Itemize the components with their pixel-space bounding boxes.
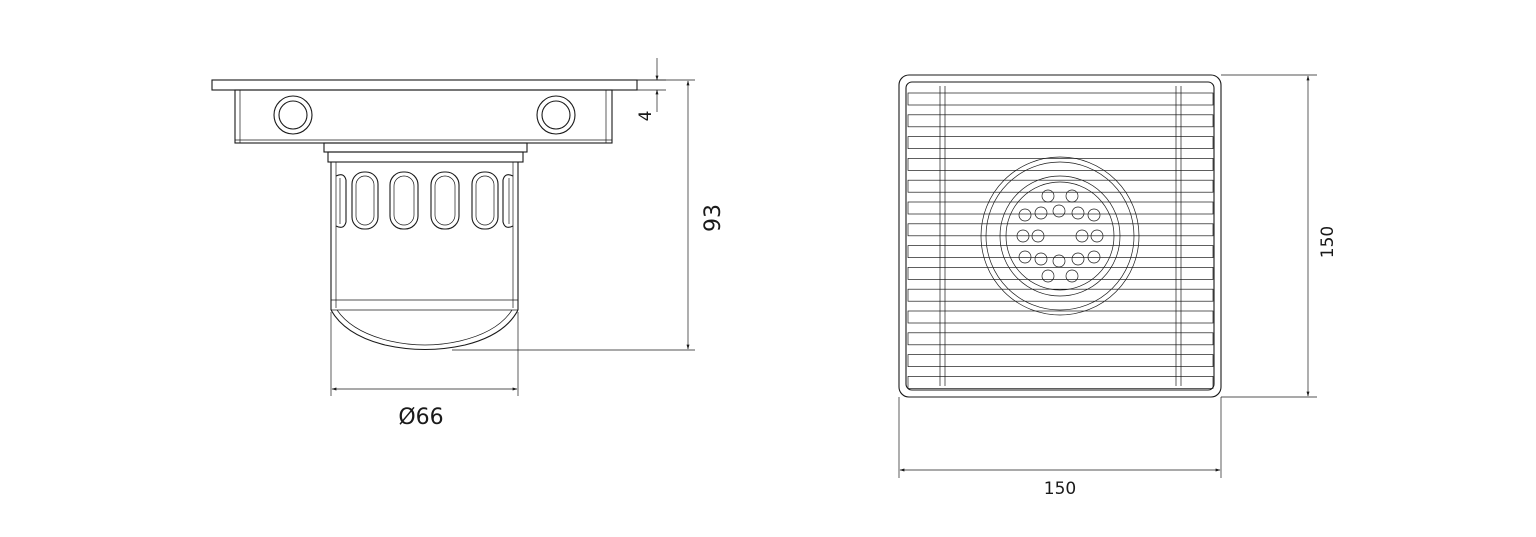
- housing: [234, 89, 613, 144]
- dim-flange-thickness: 4: [636, 58, 666, 121]
- side-view: 4 93 Ø66: [211, 58, 726, 430]
- grate-bar: [907, 332, 1214, 346]
- grate-bar: [907, 114, 1214, 128]
- grate-bar: [907, 245, 1214, 258]
- grate-bar: [907, 179, 1214, 193]
- grate-frame-inner: [905, 81, 1215, 391]
- cup-slots: [335, 171, 514, 230]
- dim-overall-height: 93: [452, 79, 726, 351]
- bolt-hole-left: [273, 95, 313, 135]
- top-view: 150 150: [898, 74, 1338, 499]
- grate-bar: [907, 158, 1214, 171]
- grate-bar: [907, 376, 1214, 389]
- top-height-label: 150: [1318, 226, 1338, 258]
- flange-thickness-label: 4: [636, 111, 656, 122]
- grate-bar: [907, 310, 1214, 324]
- flange-plate: [211, 79, 638, 91]
- top-width-label: 150: [1044, 479, 1076, 499]
- dim-top-width: 150: [898, 397, 1222, 499]
- grate-bar: [907, 223, 1214, 237]
- overall-height-label: 93: [701, 204, 726, 232]
- grate-bars: [907, 92, 1214, 389]
- grate-bar: [907, 267, 1214, 280]
- support-rods: [939, 86, 1182, 386]
- dim-top-height: 150: [1221, 74, 1338, 398]
- bolt-hole-right: [536, 95, 576, 135]
- diameter-label: Ø66: [398, 405, 443, 430]
- dim-diameter: Ø66: [330, 312, 519, 430]
- grate-frame-outer: [898, 74, 1222, 398]
- grate-bar: [907, 92, 1214, 106]
- grate-bar: [907, 201, 1214, 215]
- grate-bar: [907, 288, 1214, 302]
- grate-bar: [907, 136, 1214, 149]
- collar: [323, 142, 528, 163]
- strainer-cup: [330, 162, 519, 351]
- grate-bar: [907, 354, 1214, 367]
